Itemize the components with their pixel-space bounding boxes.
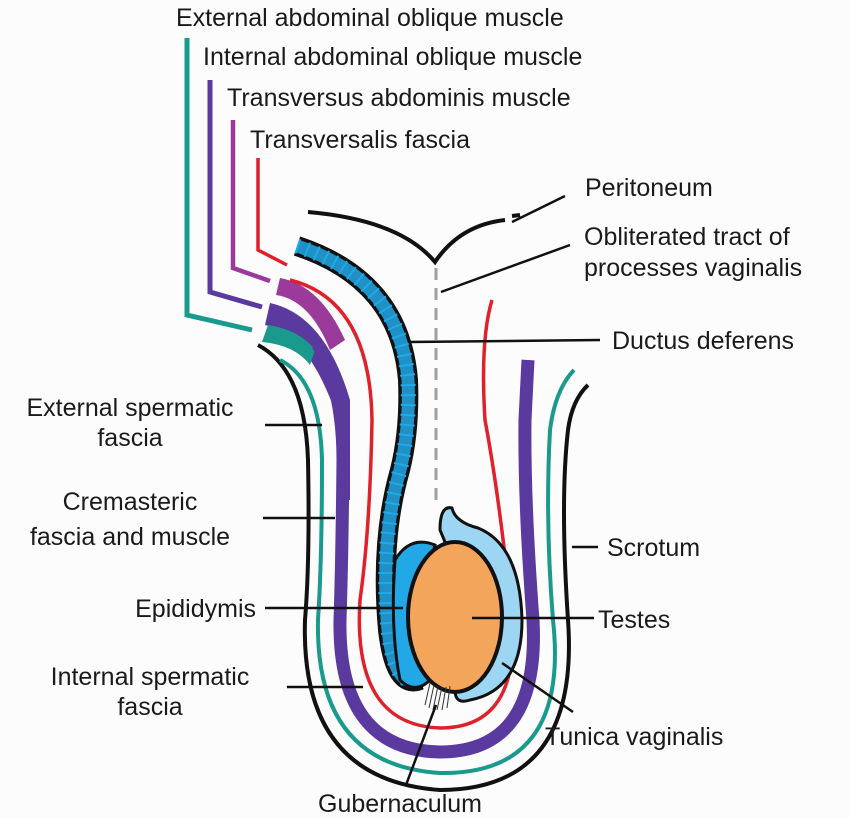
gubernaculum-fibers (424, 682, 451, 711)
internal-spermatic-fascia (289, 278, 515, 730)
label-peritoneum: Peritoneum (585, 174, 713, 202)
label-gubernaculum: Gubernaculum (318, 790, 482, 818)
layer-lines-top (184, 38, 288, 333)
label-tunica-vaginalis: Tunica vaginalis (545, 723, 723, 751)
external-oblique-fragment (262, 325, 315, 365)
label-cremasteric-2: fascia and muscle (30, 523, 230, 551)
cremasteric-muscle (312, 341, 540, 759)
label-external-spermatic-1: External spermatic (26, 394, 233, 422)
ductus-deferens-inner (294, 239, 423, 688)
scrotum-outline (257, 343, 590, 793)
label-obliterated-tract-1: Obliterated tract of (584, 223, 790, 251)
transversus-line (230, 120, 271, 284)
label-internal-abdominal-oblique: Internal abdominal oblique muscle (203, 43, 582, 71)
label-internal-spermatic-2: fascia (117, 693, 182, 721)
label-external-spermatic-2: fascia (97, 424, 162, 452)
label-ductus-deferens: Ductus deferens (612, 327, 794, 355)
external-oblique-line (184, 38, 253, 333)
transversalis-line (256, 158, 288, 267)
label-testes: Testes (598, 606, 670, 634)
spermatic-layers (257, 278, 590, 793)
label-scrotum: Scrotum (607, 534, 700, 562)
transversus-fragment (276, 278, 345, 350)
label-epididymis: Epididymis (135, 595, 256, 623)
label-cremasteric-1: Cremasteric (63, 488, 198, 516)
label-external-abdominal-oblique: External abdominal oblique muscle (176, 4, 564, 32)
label-internal-spermatic-1: Internal spermatic (51, 663, 250, 691)
internal-oblique-line (207, 80, 263, 310)
peritoneum (307, 210, 506, 266)
label-transversus-abdominis: Transversus abdominis muscle (227, 84, 571, 112)
peritoneum-right (511, 213, 521, 218)
leader-lines (263, 194, 601, 786)
external-spermatic-fascia (279, 358, 576, 776)
label-transversalis-fascia: Transversalis fascia (250, 126, 470, 154)
label-obliterated-tract-2: processes vaginalis (584, 254, 802, 282)
